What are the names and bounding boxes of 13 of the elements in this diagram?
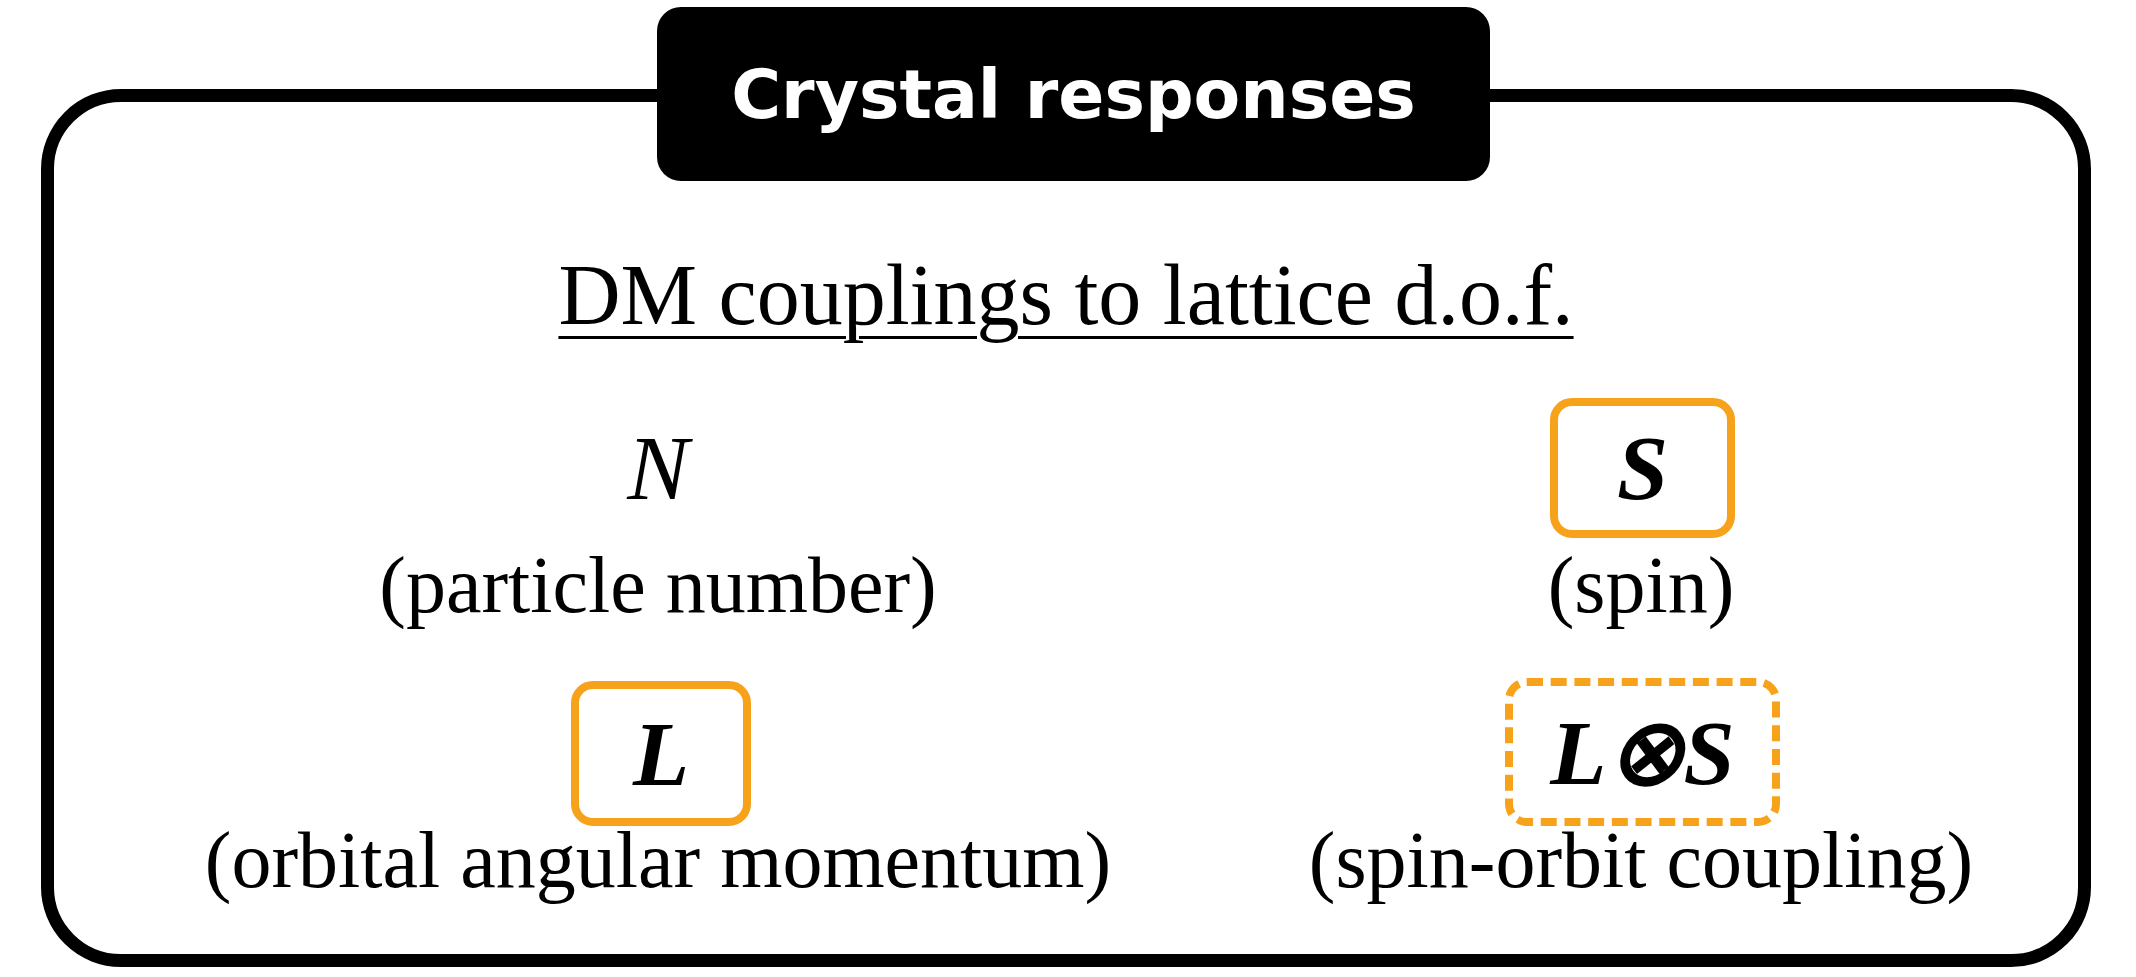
- description-text: (spin-orbit coupling): [1308, 816, 1974, 904]
- highlight-box: [571, 681, 751, 826]
- variable-symbol: L⊗S: [1550, 700, 1735, 806]
- description-text: (orbital angular momentum): [204, 816, 1112, 904]
- title-tab: [657, 7, 1490, 181]
- title-text: Crystal responses: [731, 54, 1416, 134]
- variable-symbol: L: [632, 701, 690, 807]
- section-heading: DM couplings to lattice d.o.f.: [558, 247, 1574, 343]
- highlight-box: [1505, 678, 1780, 826]
- description-text: (particle number): [379, 541, 937, 629]
- description-text: (spin): [1547, 541, 1735, 629]
- highlight-box: [1550, 398, 1735, 538]
- variable-symbol: S: [1616, 416, 1669, 521]
